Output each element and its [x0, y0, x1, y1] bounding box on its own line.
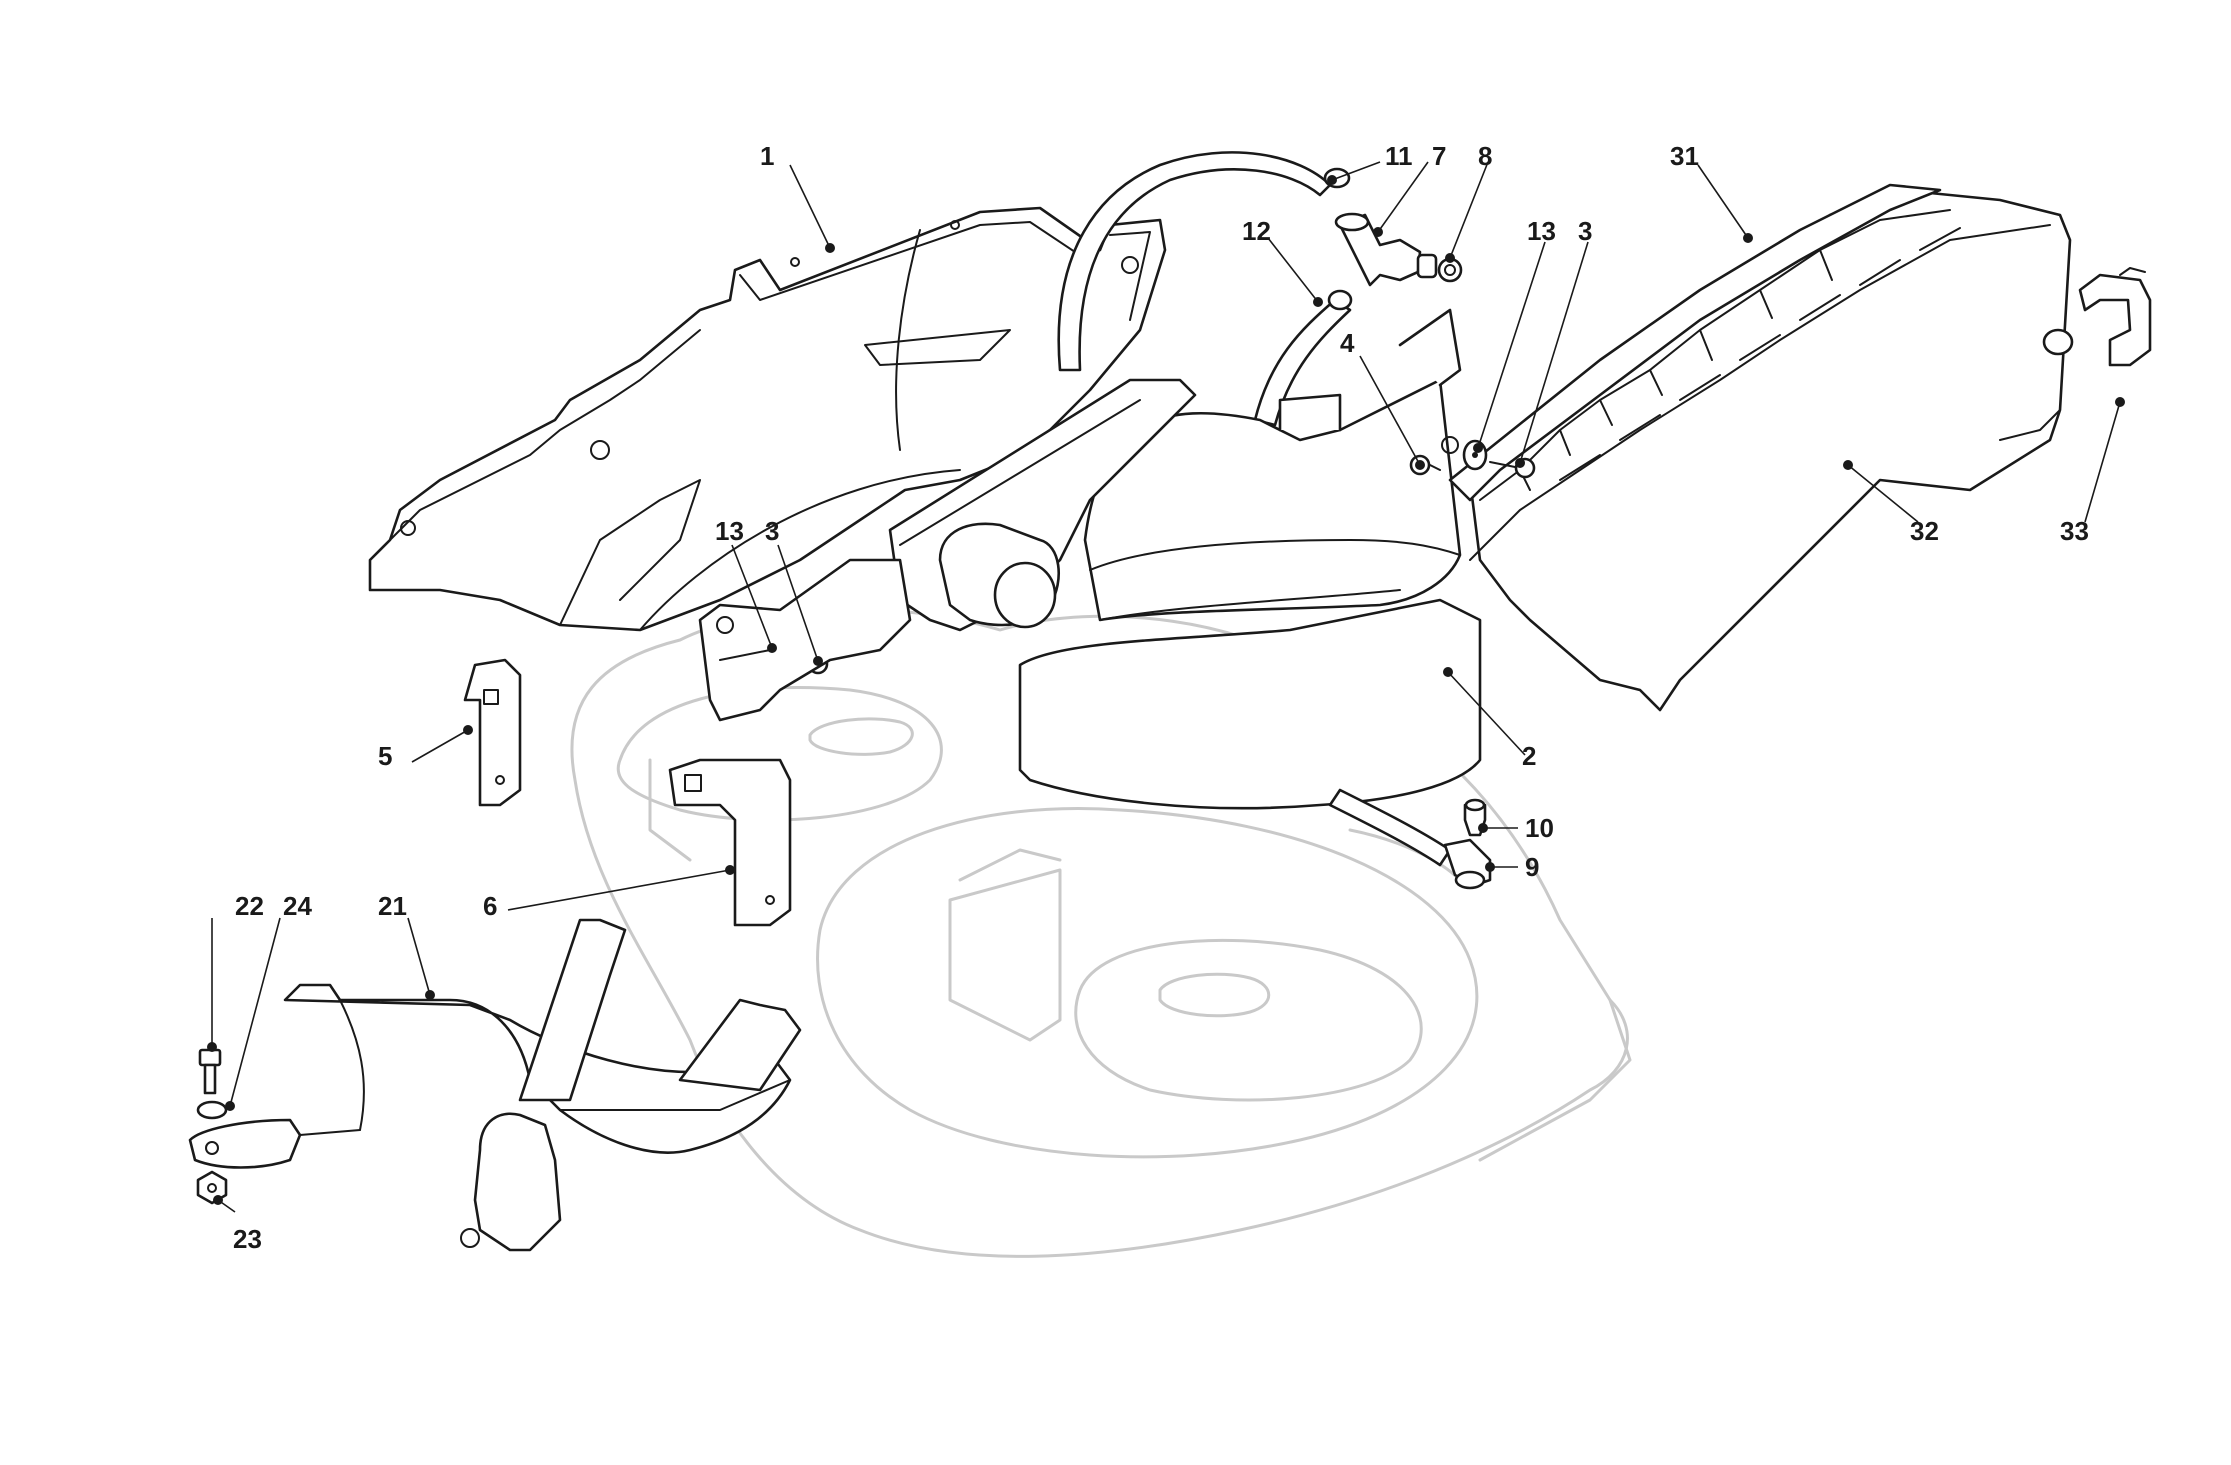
- part-9-fitting: [1443, 838, 1492, 890]
- part-31-tunnel-cover: [1448, 183, 1942, 502]
- part-21-front-guard: [188, 918, 802, 1252]
- part-24-washer: [196, 1100, 228, 1120]
- fasteners-right: [1409, 439, 1536, 479]
- callout-32: 32: [1910, 516, 1939, 546]
- callout-2: 2: [1522, 741, 1536, 771]
- callout-12: 12: [1242, 216, 1271, 246]
- callout-1: 1: [760, 141, 774, 171]
- callout-21: 21: [378, 891, 407, 921]
- callout-31: 31: [1670, 141, 1699, 171]
- callout-4: 4: [1340, 328, 1355, 358]
- left-mount-bracket: [698, 558, 912, 722]
- callout-23: 23: [233, 1224, 262, 1254]
- callout-8: 8: [1478, 141, 1492, 171]
- callout-layer: 1 11 7 8 12 13 3 31 4 32 33 13 3 5 2 10 …: [207, 141, 2125, 1254]
- callout-13-right: 13: [1527, 216, 1556, 246]
- part-32-discharge-tunnel: [1468, 188, 2072, 712]
- callout-22: 22: [235, 891, 264, 921]
- callout-33: 33: [2060, 516, 2089, 546]
- part-5-small-bracket: [463, 658, 522, 807]
- chute-pivot-arm: [888, 378, 1197, 632]
- lower-hose: [1328, 788, 1452, 867]
- callout-3-left: 3: [765, 516, 779, 546]
- part-22-bolt: [198, 1048, 222, 1095]
- part-8-clip: [1437, 257, 1463, 283]
- callout-5: 5: [378, 741, 392, 771]
- callout-9: 9: [1525, 852, 1539, 882]
- part-6-bracket: [668, 758, 792, 927]
- part-33-hinge-bracket: [2042, 267, 2152, 367]
- callout-10: 10: [1525, 813, 1554, 843]
- callout-13-left: 13: [715, 516, 744, 546]
- part-7-fitting: [1334, 212, 1438, 287]
- callout-7: 7: [1432, 141, 1446, 171]
- part-1-rear-frame: [368, 206, 1167, 632]
- callout-24: 24: [283, 891, 312, 921]
- callout-3-right: 3: [1578, 216, 1592, 246]
- callout-11: 11: [1385, 141, 1413, 171]
- callout-6: 6: [483, 891, 497, 921]
